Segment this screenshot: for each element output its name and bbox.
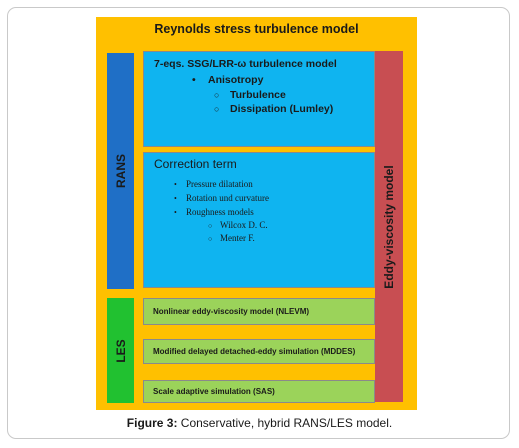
circle-bullet-icon: ○ [214, 104, 220, 114]
nlevm-box: Nonlinear eddy-viscosity model (NLEVM) [143, 298, 375, 325]
correction-term-box: Correction term • Pressure dilatation • Ro… [143, 152, 375, 288]
bullet-icon: • [174, 180, 177, 189]
turbulence-label: Turbulence [230, 89, 286, 101]
anisotropy-item: • Anisotropy [192, 74, 263, 86]
circle-bullet-icon: ○ [214, 90, 220, 100]
correction-item: • Pressure dilatation [174, 179, 253, 189]
reynolds-stress-title: Reynolds stress turbulence model [154, 22, 359, 36]
pressure-dilatation-label: Pressure dilatation [186, 179, 253, 189]
menter-label: Menter F. [220, 233, 255, 243]
turbulence-item: ○ Turbulence [214, 89, 286, 101]
bullet-icon: • [192, 74, 196, 86]
rans-label: RANS [113, 153, 128, 189]
sas-box: Scale adaptive simulation (SAS) [143, 380, 375, 403]
bullet-icon: • [174, 194, 177, 203]
ssg-lrr-model-box: 7-eqs. SSG/LRR-ω turbulence model • Aniso… [143, 51, 375, 147]
eddy-viscosity-bar: Eddy-viscosity model [375, 51, 403, 402]
caption-label: Figure 3: [126, 416, 178, 430]
correction-term-title: Correction term [154, 157, 237, 171]
figure-caption: Figure 3: Conservative, hybrid RANS/LES … [0, 416, 519, 430]
ssg-lrr-title: 7-eqs. SSG/LRR-ω turbulence model [154, 58, 337, 70]
rans-bar: RANS [107, 53, 134, 289]
nlevm-label: Nonlinear eddy-viscosity model (NLEVM) [153, 307, 310, 316]
dissipation-label: Dissipation (Lumley) [230, 103, 334, 115]
circle-bullet-icon: ○ [208, 235, 213, 243]
bullet-icon: • [174, 208, 177, 217]
wilcox-label: Wilcox D. C. [220, 220, 268, 230]
caption-text: Conservative, hybrid RANS/LES model. [177, 416, 393, 430]
eddy-viscosity-label: Eddy-viscosity model [382, 164, 396, 289]
roughness-subitem: ○ Menter F. [208, 233, 255, 243]
roughness-subitem: ○ Wilcox D. C. [208, 220, 268, 230]
mddes-box: Modified delayed detached-eddy simulatio… [143, 339, 375, 364]
les-label: LES [113, 338, 128, 363]
roughness-models-label: Roughness models [186, 207, 254, 217]
circle-bullet-icon: ○ [208, 222, 213, 230]
rotation-curvature-label: Rotation und curvature [186, 193, 269, 203]
sas-label: Scale adaptive simulation (SAS) [153, 387, 275, 396]
correction-item: • Roughness models [174, 207, 254, 217]
anisotropy-label: Anisotropy [208, 74, 264, 86]
correction-item: • Rotation und curvature [174, 193, 269, 203]
mddes-label: Modified delayed detached-eddy simulatio… [153, 347, 356, 356]
dissipation-item: ○ Dissipation (Lumley) [214, 103, 333, 115]
les-bar: LES [107, 298, 134, 403]
